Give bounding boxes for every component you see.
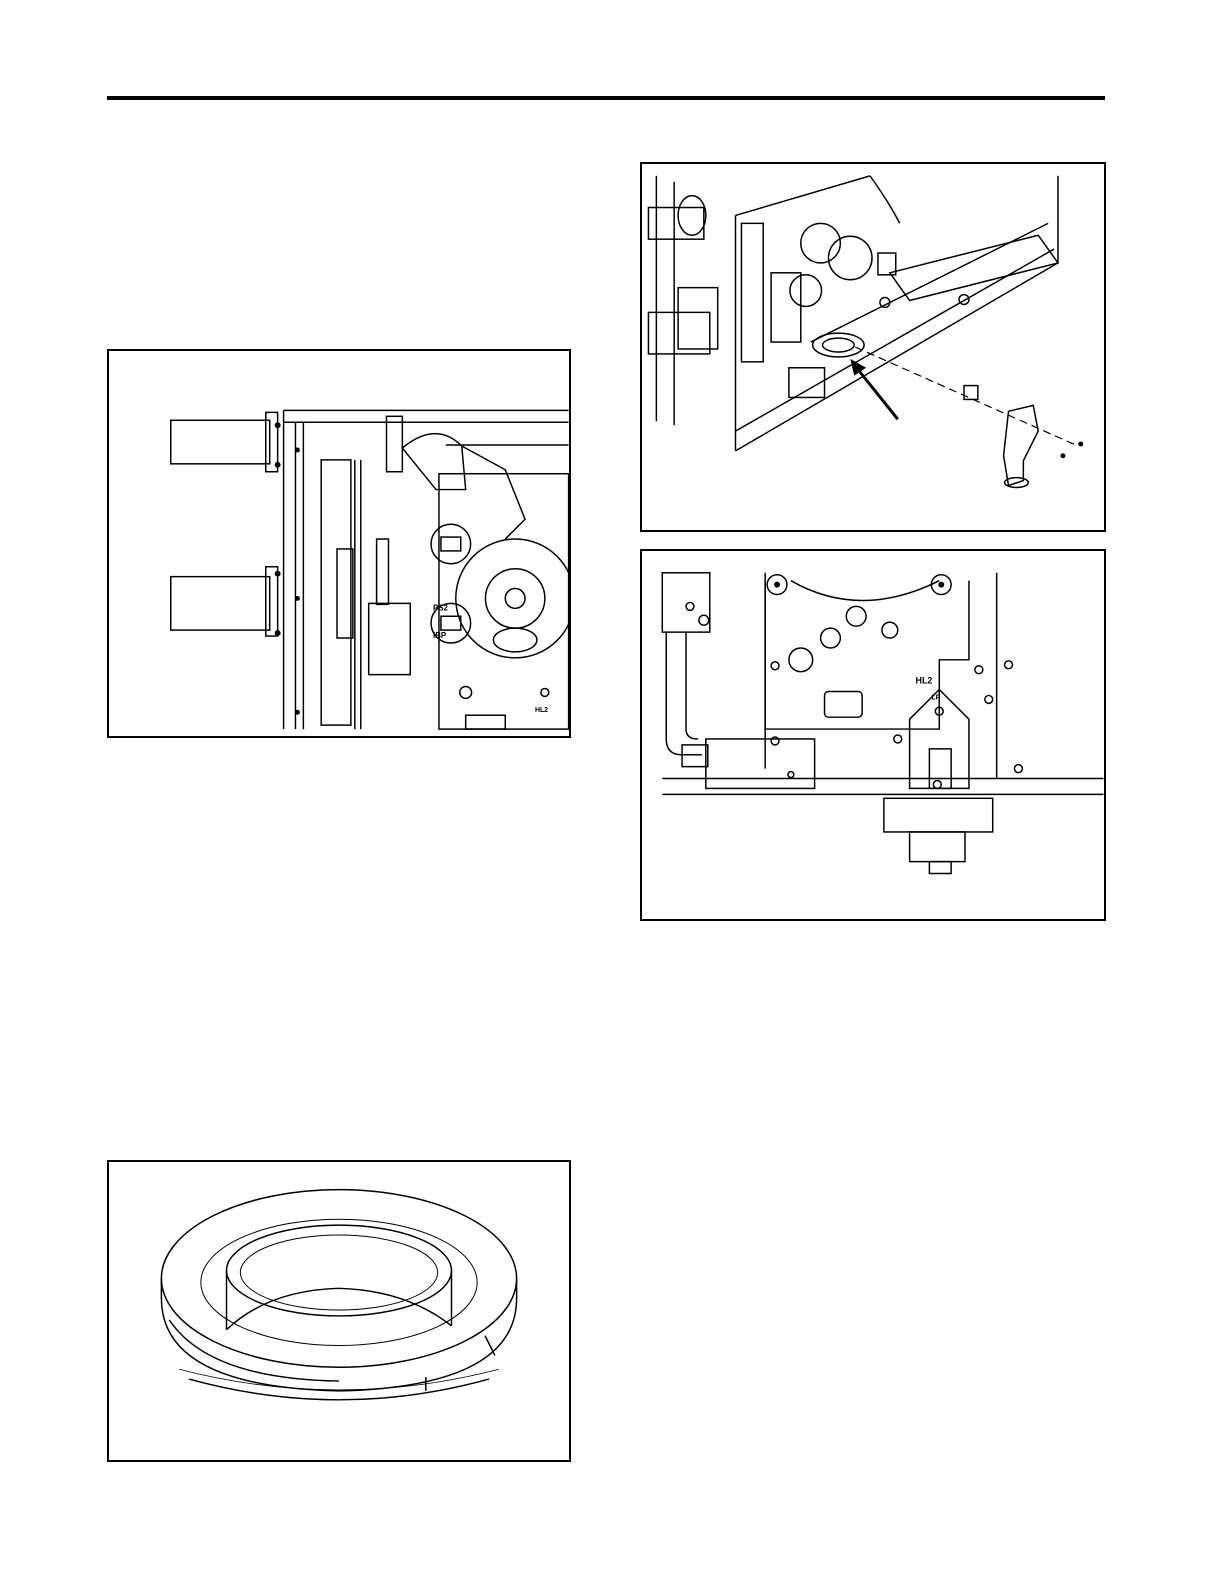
label-ps2: PS2 [433,603,449,612]
label-ibp: IBP [433,631,446,640]
label-hl2-side: HL2 [535,707,548,714]
grommet-detail-drawing [109,1162,569,1460]
figure-grommet-detail [107,1160,571,1462]
header-rule [107,96,1105,100]
furnace-bottom-view-drawing [642,164,1104,530]
label-lp: LP [931,694,940,701]
figure-furnace-bottom-view [640,162,1106,532]
furnace-side-view-drawing: PS2 IBP HL2 [109,351,569,736]
figure-furnace-front-view: HL2 LP [640,549,1106,921]
furnace-front-view-drawing: HL2 LP [642,551,1104,919]
label-hl2-front: HL2 [916,676,933,686]
figure-furnace-side-view: PS2 IBP HL2 [107,349,571,738]
